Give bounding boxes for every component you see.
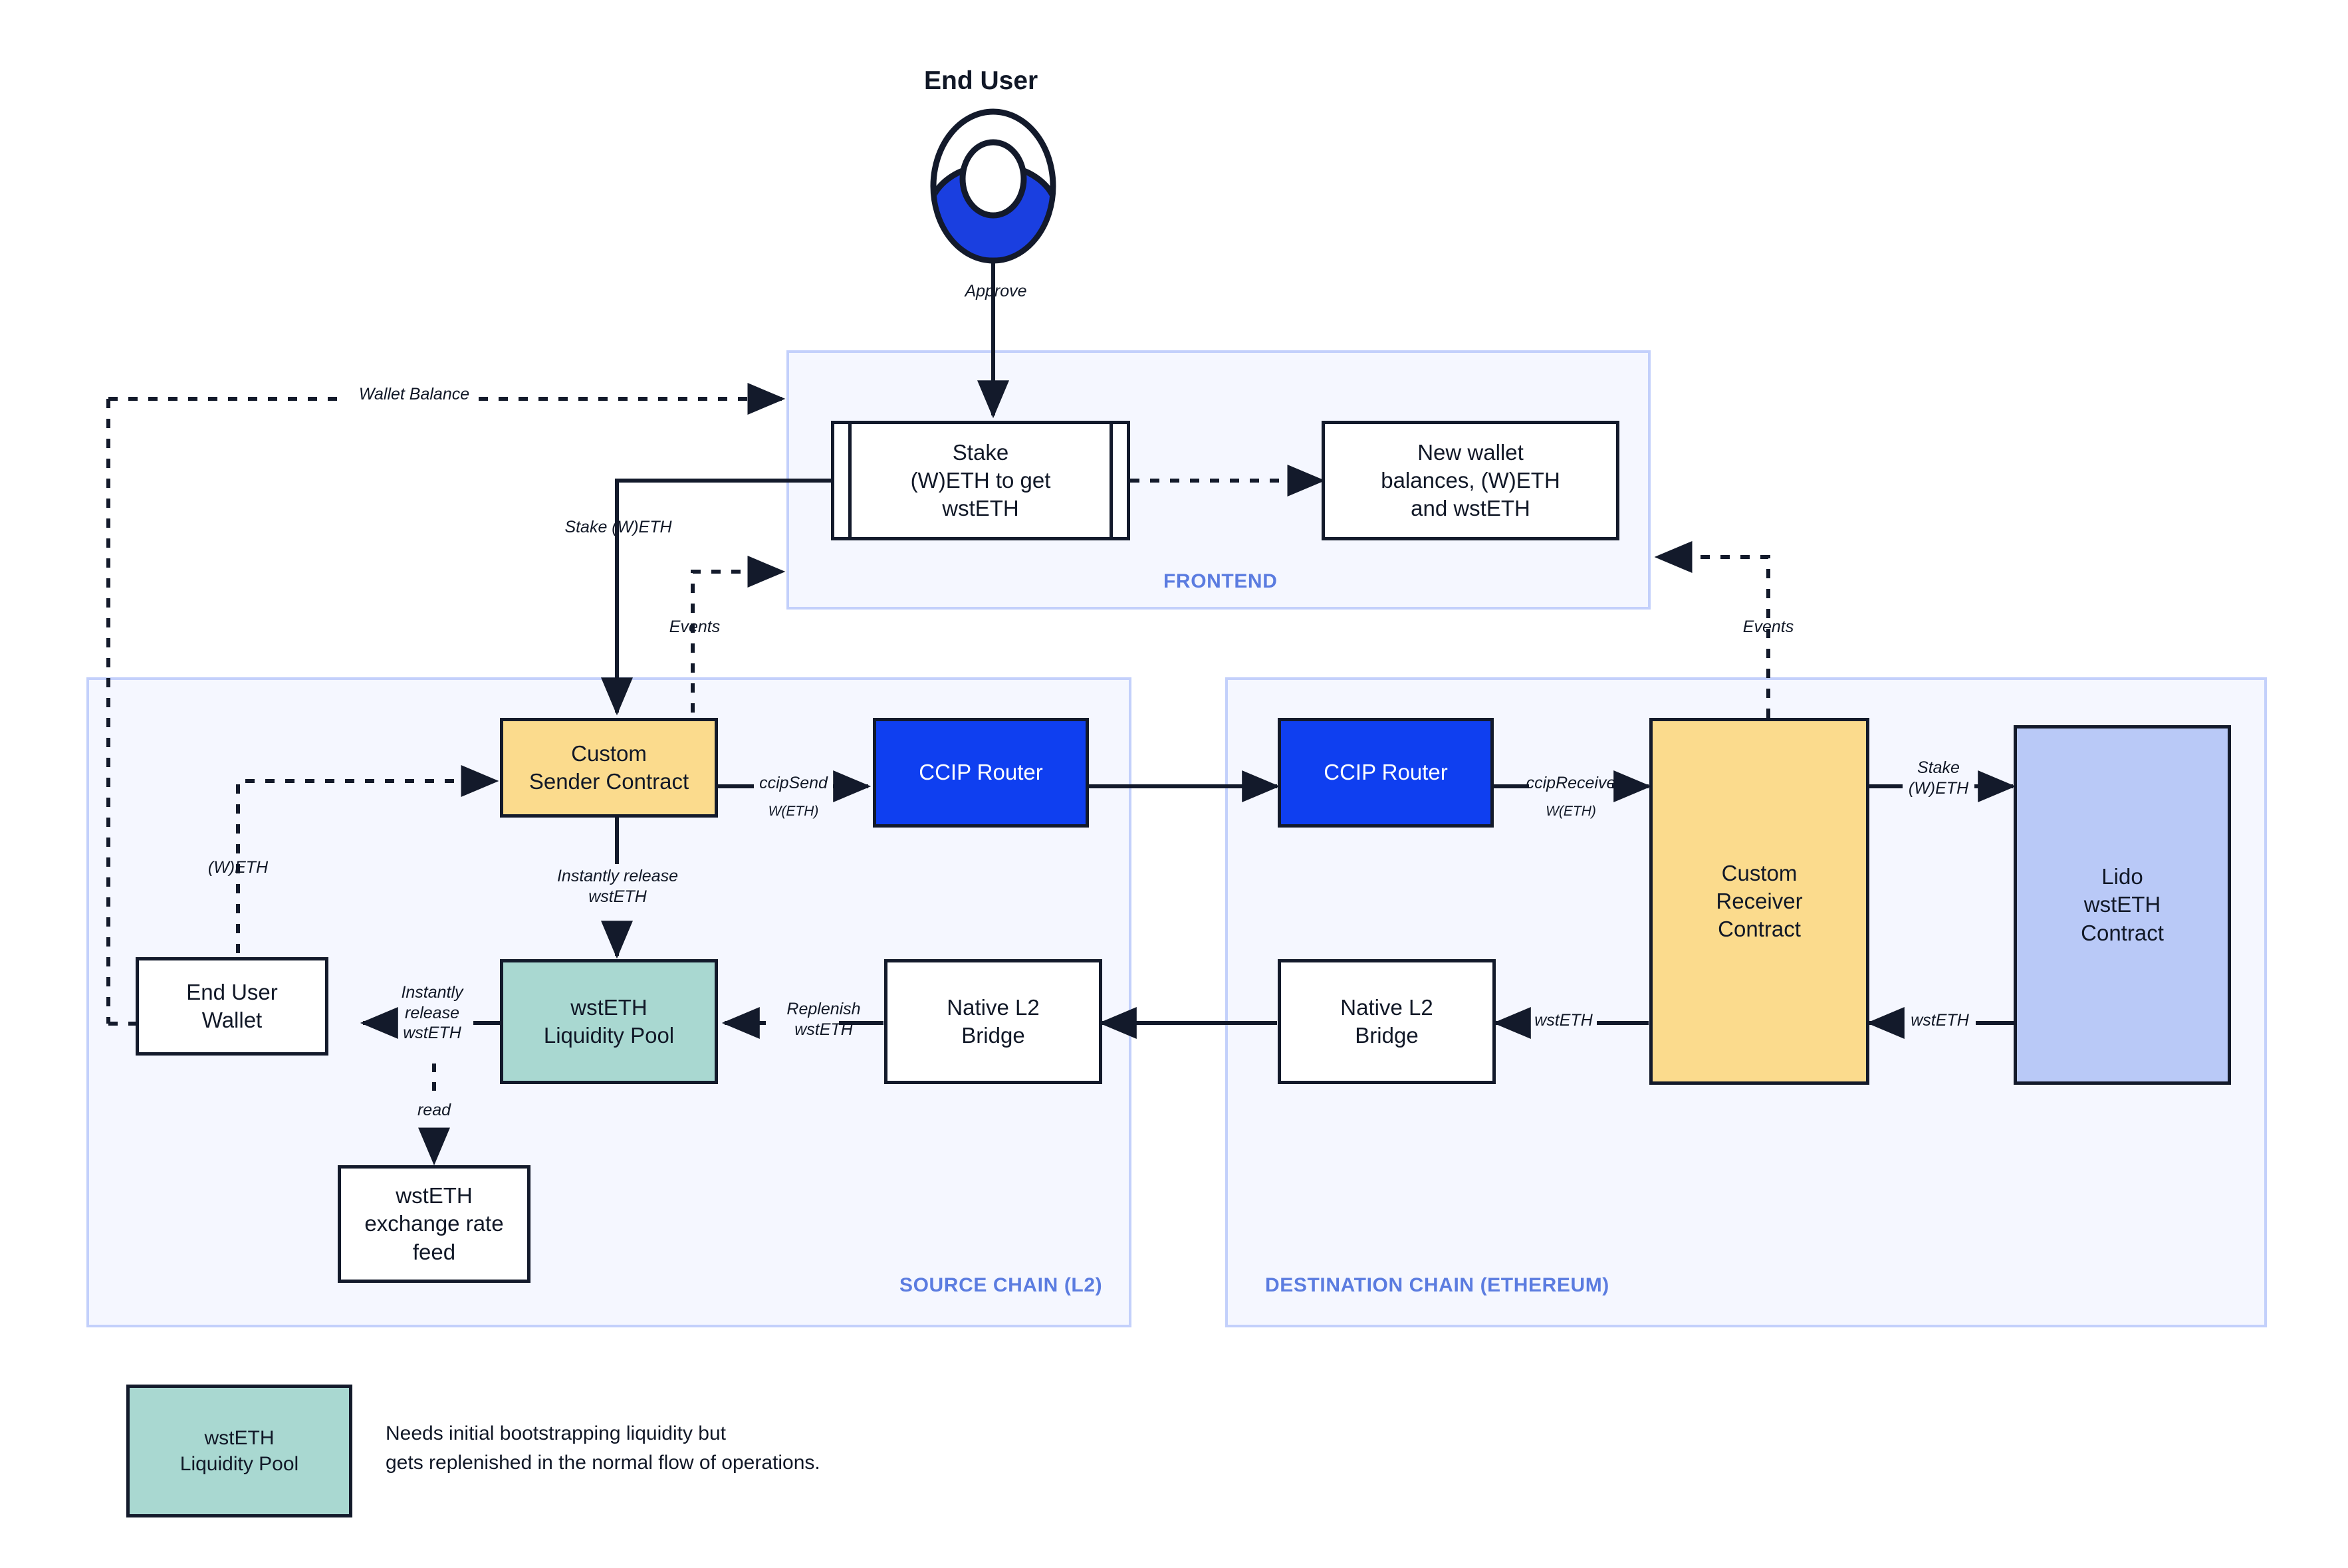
- node-wsteth-liquidity-pool-label: wstETH Liquidity Pool: [543, 994, 675, 1048]
- legend-note: Needs initial bootstrapping liquidity bu…: [386, 1422, 820, 1474]
- legend-swatch-liquidity-pool: wstETH Liquidity Pool: [126, 1385, 352, 1517]
- subroutine-bar-left: [848, 424, 852, 537]
- node-ccip-router-destination-label: CCIP Router: [1324, 760, 1448, 785]
- edge-label-ccip-send: ccipSend: [759, 774, 828, 792]
- edge-label-ccip-send-token: W(ETH): [768, 804, 819, 819]
- subroutine-bar-right: [1110, 424, 1113, 537]
- node-end-user-wallet-label: End User Wallet: [186, 979, 278, 1032]
- node-stake-form[interactable]: Stake (W)ETH to get wstETH: [831, 421, 1130, 540]
- edge-label-ccip-receive: ccipReceive: [1526, 774, 1616, 792]
- node-native-l2-bridge-destination[interactable]: Native L2 Bridge: [1278, 959, 1496, 1084]
- edge-label-read: read: [417, 1101, 451, 1119]
- node-wsteth-liquidity-pool[interactable]: wstETH Liquidity Pool: [500, 959, 718, 1084]
- node-native-l2-bridge-source[interactable]: Native L2 Bridge: [884, 959, 1102, 1084]
- edge-label-events-left: Events: [669, 617, 721, 636]
- node-lido-wsteth-contract[interactable]: Lido wstETH Contract: [2014, 725, 2231, 1085]
- node-custom-receiver-contract[interactable]: Custom Receiver Contract: [1649, 718, 1869, 1085]
- node-native-l2-bridge-destination-label: Native L2 Bridge: [1340, 994, 1433, 1048]
- edge-label-weth: (W)ETH: [207, 858, 269, 877]
- node-wsteth-exchange-rate-feed[interactable]: wstETH exchange rate feed: [338, 1165, 530, 1283]
- node-new-wallet-balances-label: New wallet balances, (W)ETH and wstETH: [1381, 439, 1560, 521]
- node-new-wallet-balances[interactable]: New wallet balances, (W)ETH and wstETH: [1322, 421, 1619, 540]
- edge-label-instantly-release-wallet: Instantly release wstETH: [401, 983, 463, 1042]
- edge-label-replenish-wsteth: Replenish wstETH: [786, 1000, 861, 1039]
- node-ccip-router-destination[interactable]: CCIP Router: [1278, 718, 1494, 828]
- actor-end-user-label: End User: [924, 66, 1038, 95]
- edge-label-ccip-receive-token: W(ETH): [1546, 804, 1596, 819]
- node-end-user-wallet[interactable]: End User Wallet: [136, 957, 328, 1056]
- node-lido-wsteth-contract-label: Lido wstETH Contract: [2081, 864, 2164, 945]
- node-custom-sender-contract-label: Custom Sender Contract: [528, 740, 689, 794]
- node-ccip-router-source-label: CCIP Router: [919, 760, 1043, 785]
- node-stake-form-label: Stake (W)ETH to get wstETH: [910, 439, 1051, 521]
- node-wsteth-exchange-rate-feed-label: wstETH exchange rate feed: [364, 1183, 504, 1264]
- panel-frontend-label: FRONTEND: [1163, 570, 1278, 592]
- node-ccip-router-source[interactable]: CCIP Router: [873, 718, 1089, 828]
- edge-label-stake-weth-destination: Stake (W)ETH: [1908, 758, 1969, 798]
- node-native-l2-bridge-source-label: Native L2 Bridge: [947, 994, 1040, 1048]
- edge-label-wallet-balance: Wallet Balance: [358, 385, 470, 403]
- edge-label-instantly-release-pool: Instantly release wstETH: [556, 867, 679, 906]
- legend-swatch-label: wstETH Liquidity Pool: [179, 1427, 299, 1475]
- edge-label-events-right: Events: [1742, 617, 1794, 636]
- edge-label-wsteth-bridge: wstETH: [1534, 1011, 1593, 1030]
- node-custom-receiver-contract-label: Custom Receiver Contract: [1716, 860, 1803, 942]
- edge-label-approve: Approve: [965, 282, 1027, 300]
- edge-label-wsteth-lido: wstETH: [1911, 1011, 1969, 1030]
- edge-label-stake-weth: Stake (W)ETH: [564, 518, 672, 536]
- node-custom-sender-contract[interactable]: Custom Sender Contract: [500, 718, 718, 818]
- panel-destination-chain-label: DESTINATION CHAIN (ETHEREUM): [1265, 1274, 1609, 1296]
- panel-source-chain-label: SOURCE CHAIN (L2): [899, 1274, 1103, 1296]
